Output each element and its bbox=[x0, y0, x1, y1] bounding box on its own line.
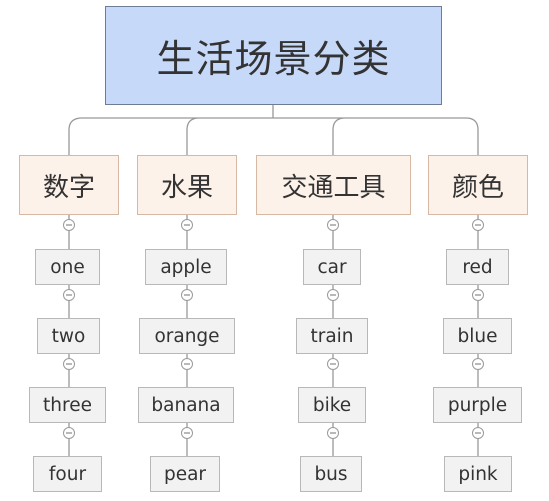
leaf-bike[interactable]: bike bbox=[298, 387, 366, 423]
collapse-toggle-icon[interactable] bbox=[472, 358, 484, 370]
leaf-two[interactable]: two bbox=[37, 318, 100, 354]
collapse-toggle-icon[interactable] bbox=[327, 358, 339, 370]
collapse-toggle-icon[interactable] bbox=[181, 358, 193, 370]
root-connector bbox=[68, 105, 479, 155]
leaf-orange[interactable]: orange bbox=[139, 318, 235, 354]
category-colors[interactable]: 颜色 bbox=[428, 155, 528, 215]
category-transport[interactable]: 交通工具 bbox=[256, 155, 411, 215]
leaf-blue[interactable]: blue bbox=[443, 318, 512, 354]
leaf-pink[interactable]: pink bbox=[444, 456, 512, 492]
leaf-connectors bbox=[68, 215, 479, 456]
leaf-pear[interactable]: pear bbox=[150, 456, 220, 492]
category-fruits[interactable]: 水果 bbox=[137, 155, 237, 215]
leaf-red[interactable]: red bbox=[446, 249, 509, 285]
leaf-one[interactable]: one bbox=[35, 249, 100, 285]
leaf-car[interactable]: car bbox=[303, 249, 361, 285]
collapse-toggle-icon[interactable] bbox=[327, 219, 339, 231]
collapse-toggle-icon[interactable] bbox=[181, 289, 193, 301]
leaf-train[interactable]: train bbox=[296, 318, 368, 354]
leaf-purple[interactable]: purple bbox=[433, 387, 522, 423]
collapse-toggle-icon[interactable] bbox=[472, 289, 484, 301]
leaf-three[interactable]: three bbox=[29, 387, 106, 423]
collapse-toggle-icon[interactable] bbox=[63, 289, 75, 301]
collapse-toggle-icon[interactable] bbox=[63, 427, 75, 439]
leaf-four[interactable]: four bbox=[33, 456, 102, 492]
root-topic[interactable]: 生活场景分类 bbox=[105, 6, 442, 105]
leaf-banana[interactable]: banana bbox=[138, 387, 234, 423]
collapse-toggle-icon[interactable] bbox=[327, 427, 339, 439]
leaf-apple[interactable]: apple bbox=[145, 249, 227, 285]
collapse-toggle-icon[interactable] bbox=[63, 219, 75, 231]
collapse-toggle-icon[interactable] bbox=[472, 219, 484, 231]
collapse-toggle-icon[interactable] bbox=[472, 427, 484, 439]
collapse-markers bbox=[63, 219, 484, 439]
leaf-bus[interactable]: bus bbox=[300, 456, 362, 492]
category-numbers[interactable]: 数字 bbox=[19, 155, 119, 215]
collapse-toggle-icon[interactable] bbox=[181, 219, 193, 231]
collapse-toggle-icon[interactable] bbox=[181, 427, 193, 439]
collapse-toggle-icon[interactable] bbox=[63, 358, 75, 370]
collapse-toggle-icon[interactable] bbox=[327, 289, 339, 301]
